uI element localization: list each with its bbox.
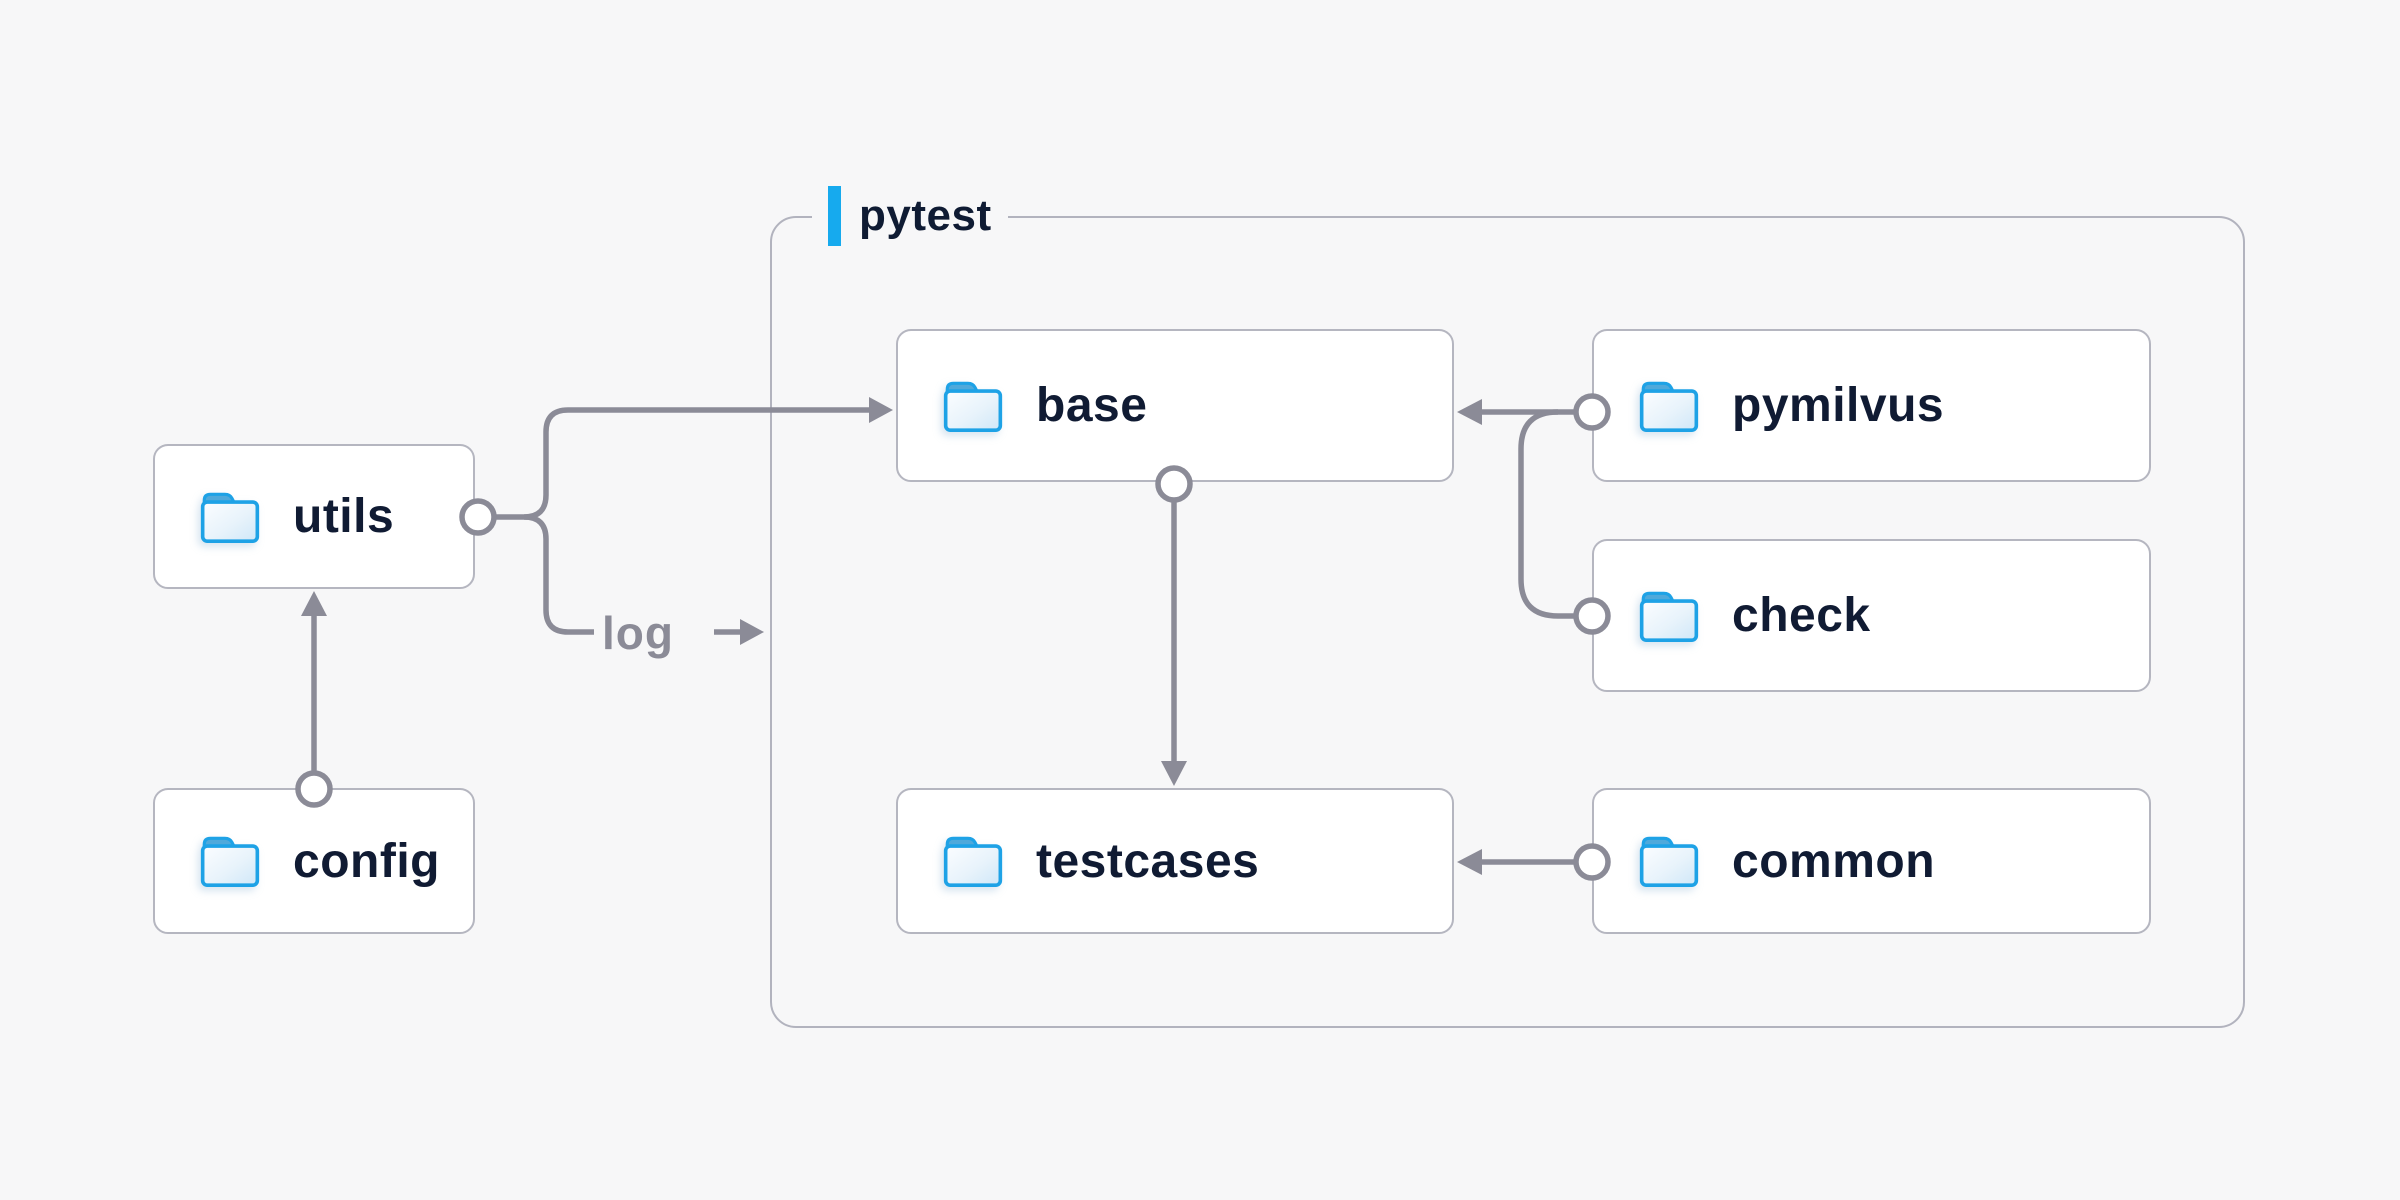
folder-icon: [197, 832, 263, 890]
node-config: config: [153, 788, 475, 934]
node-common-label: common: [1732, 834, 1936, 888]
folder-icon: [1636, 377, 1702, 435]
edge-config-utils: [295, 591, 333, 808]
node-testcases-label: testcases: [1036, 834, 1260, 888]
node-testcases: testcases: [896, 788, 1454, 934]
folder-icon: [940, 832, 1006, 890]
node-common: common: [1592, 788, 2151, 934]
edge-label-log: log: [602, 607, 674, 659]
node-base: base: [896, 329, 1454, 482]
folder-icon: [1636, 587, 1702, 645]
node-utils: utils: [153, 444, 475, 589]
folder-icon: [1636, 832, 1702, 890]
folder-icon: [197, 488, 263, 546]
node-utils-label: utils: [293, 490, 395, 543]
node-config-label: config: [293, 834, 440, 888]
folder-icon: [940, 377, 1006, 435]
node-check: check: [1592, 539, 2151, 692]
accent-bar-icon: [828, 186, 841, 246]
node-check-label: check: [1732, 589, 1871, 642]
pytest-group-container: [770, 216, 2245, 1028]
arrowhead-up-icon: [301, 591, 327, 616]
node-pymilvus-label: pymilvus: [1732, 379, 1945, 432]
node-base-label: base: [1036, 379, 1148, 432]
pytest-label: pytest: [812, 184, 1008, 248]
node-pymilvus: pymilvus: [1592, 329, 2151, 482]
pytest-label-text: pytest: [859, 191, 992, 240]
arrowhead-right-icon: [740, 619, 764, 645]
